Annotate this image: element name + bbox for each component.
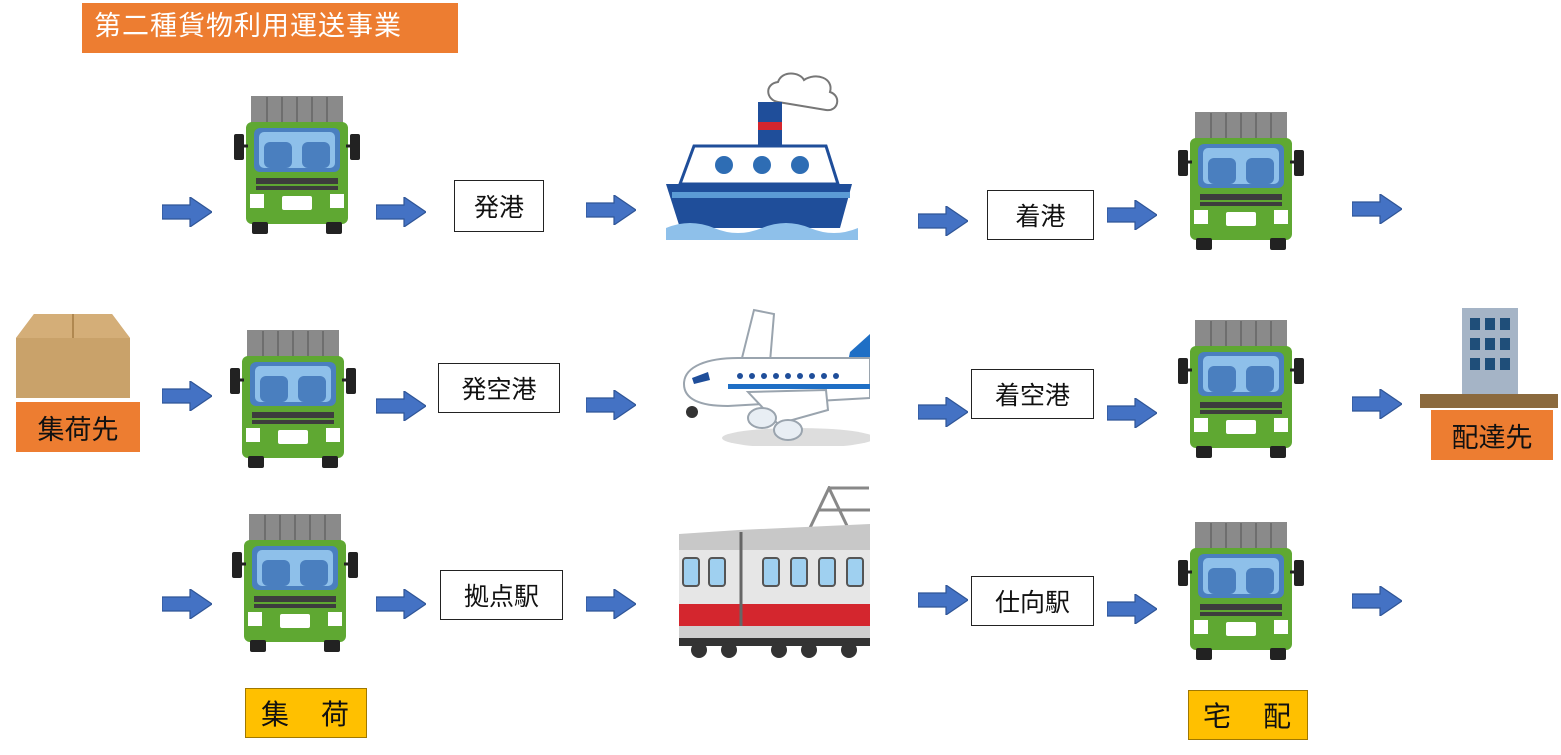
flow-arrow-icon xyxy=(1107,594,1157,624)
delivery-truck-icon xyxy=(1178,522,1304,662)
flow-arrow-icon xyxy=(376,391,426,421)
flow-arrow-icon xyxy=(376,197,426,227)
flow-arrow-icon xyxy=(1352,586,1402,616)
origin-station-box: 発空港 xyxy=(438,363,560,413)
train-icon xyxy=(679,486,870,658)
delivery-truck-icon xyxy=(1178,320,1304,460)
dest-station-box: 着港 xyxy=(987,190,1094,240)
flow-arrow-icon xyxy=(162,197,212,227)
origin-station-box: 発港 xyxy=(454,180,544,232)
flow-arrow-icon xyxy=(586,589,636,619)
origin-station-box: 拠点駅 xyxy=(440,570,563,620)
pickup-truck-icon xyxy=(234,96,360,236)
delivery-label: 宅 配 xyxy=(1188,690,1308,740)
flow-arrow-icon xyxy=(162,589,212,619)
flow-arrow-icon xyxy=(1352,389,1402,419)
flow-arrow-icon xyxy=(162,381,212,411)
flow-arrow-icon xyxy=(1107,398,1157,428)
flow-arrow-icon xyxy=(586,390,636,420)
building-icon xyxy=(1420,308,1558,408)
flow-arrow-icon xyxy=(376,589,426,619)
delivery-truck-icon xyxy=(1178,112,1304,252)
consignee-label: 配達先 xyxy=(1431,410,1553,460)
flow-arrow-icon xyxy=(586,195,636,225)
pickup-truck-icon xyxy=(230,330,356,470)
pickup-label: 集 荷 xyxy=(245,688,367,738)
flow-arrow-icon xyxy=(1352,194,1402,224)
flow-arrow-icon xyxy=(918,397,968,427)
flow-arrow-icon xyxy=(918,585,968,615)
dest-station-box: 着空港 xyxy=(971,369,1094,419)
shipper-label: 集荷先 xyxy=(16,402,140,452)
dest-station-box: 仕向駅 xyxy=(971,576,1094,626)
ship-icon xyxy=(666,72,858,240)
flow-arrow-icon xyxy=(918,206,968,236)
airplane-icon xyxy=(682,308,870,446)
diagram-title: 第二種貨物利用運送事業 xyxy=(82,3,458,53)
cardboard-box-icon xyxy=(16,314,130,398)
pickup-truck-icon xyxy=(232,514,358,654)
flow-arrow-icon xyxy=(1107,200,1157,230)
